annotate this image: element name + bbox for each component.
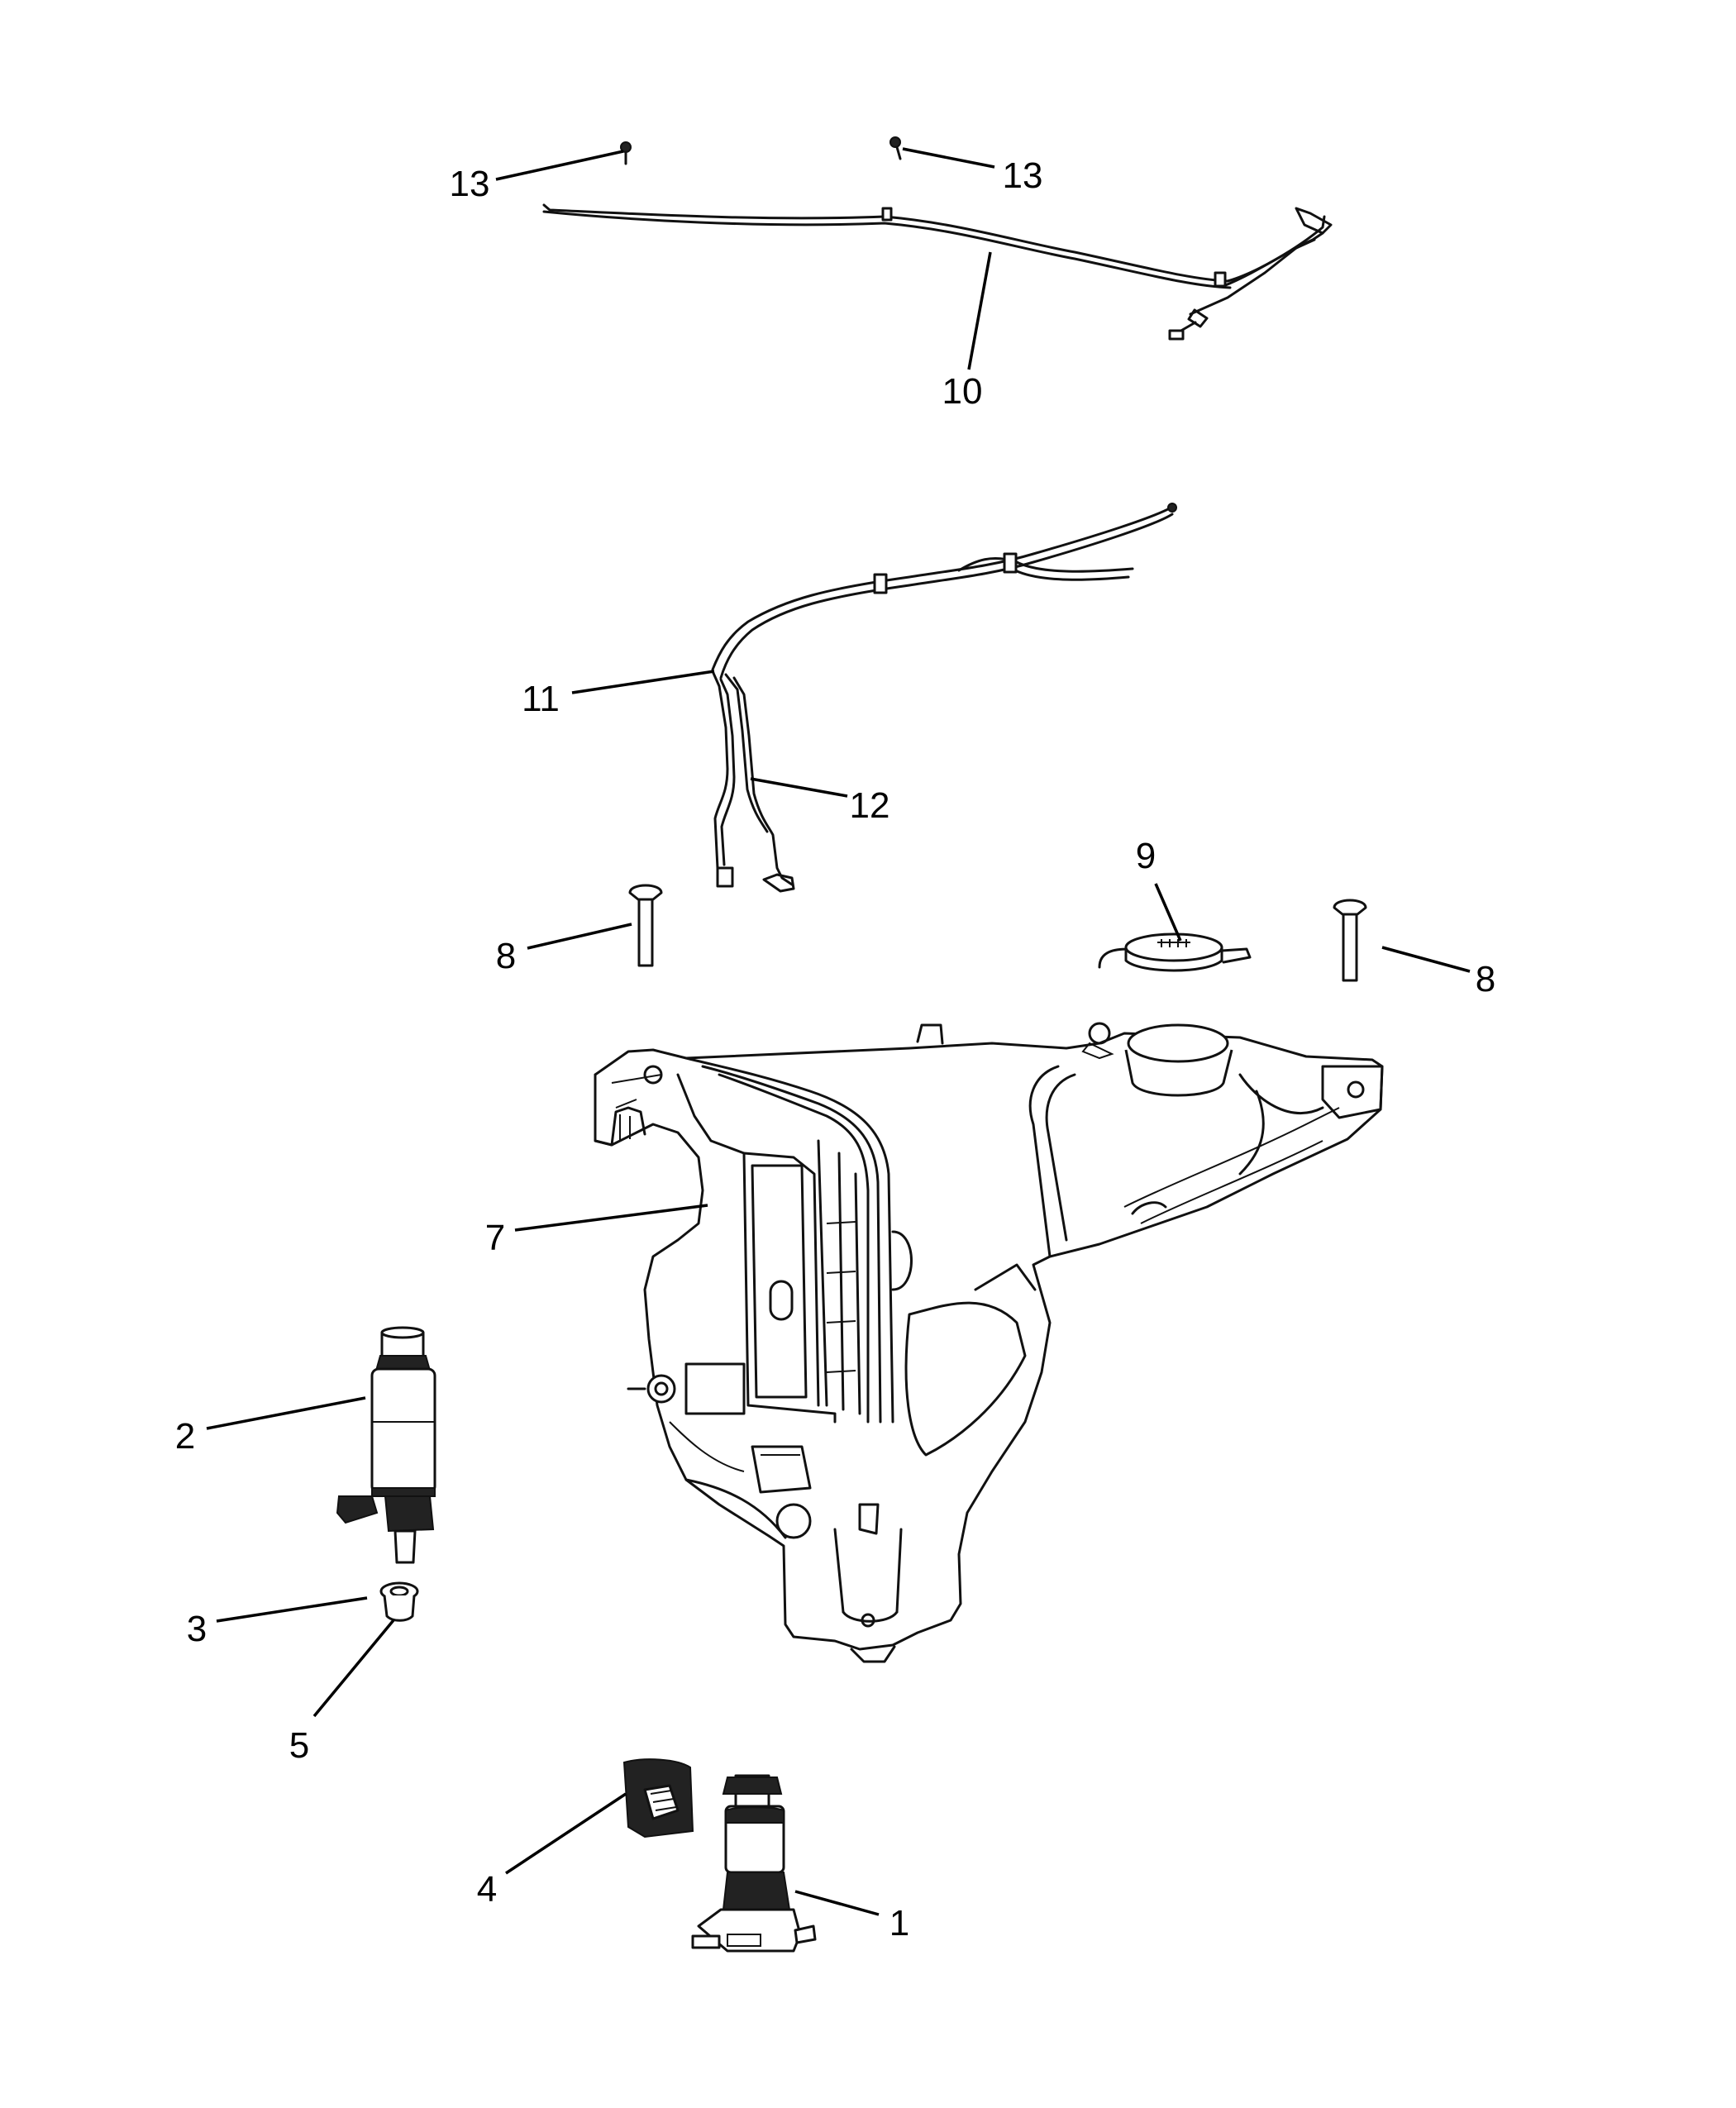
part-8-bolt-left bbox=[628, 884, 663, 967]
callout-2: 2 bbox=[175, 1416, 195, 1457]
leader-7 bbox=[514, 1204, 708, 1232]
callout-3: 3 bbox=[187, 1609, 207, 1649]
leader-11 bbox=[571, 670, 715, 694]
callout-13-left: 13 bbox=[450, 164, 490, 204]
callout-9: 9 bbox=[1136, 836, 1156, 876]
leader-13-right bbox=[902, 147, 995, 169]
leader-lines bbox=[206, 147, 1471, 1916]
leader-2 bbox=[206, 1396, 366, 1430]
leader-3 bbox=[216, 1596, 368, 1623]
leader-13-left bbox=[495, 150, 624, 181]
part-10-washer-hose-upper bbox=[542, 203, 1333, 341]
part-2-washer-pump bbox=[336, 1326, 436, 1564]
leader-8-left bbox=[527, 923, 632, 950]
part-13-clip-right bbox=[889, 136, 902, 160]
callout-10: 10 bbox=[942, 371, 983, 412]
callout-12: 12 bbox=[850, 785, 890, 826]
leader-10 bbox=[967, 251, 992, 370]
callout-1: 1 bbox=[889, 1903, 909, 1943]
part-1-washer-pump bbox=[691, 1774, 817, 1953]
callout-5: 5 bbox=[289, 1725, 309, 1766]
callout-4: 4 bbox=[477, 1869, 497, 1910]
part-13-clip-left bbox=[620, 141, 632, 165]
callout-labels: 13 13 10 11 12 9 8 8 7 2 3 5 4 1 bbox=[175, 155, 1495, 1943]
part-9-filler-bracket bbox=[1098, 932, 1252, 972]
leader-12 bbox=[750, 777, 848, 798]
part-11-washer-hose-middle bbox=[711, 503, 1177, 680]
callout-7: 7 bbox=[485, 1218, 505, 1258]
leader-9 bbox=[1154, 883, 1182, 942]
callout-8-right: 8 bbox=[1476, 959, 1495, 999]
part-3-grommet bbox=[379, 1581, 419, 1622]
part-4-electrical-connector bbox=[622, 1758, 694, 1839]
callout-8-left: 8 bbox=[496, 936, 516, 976]
part-12-washer-hose-lower bbox=[711, 670, 795, 893]
leader-4 bbox=[505, 1792, 627, 1875]
callout-13-right: 13 bbox=[1003, 155, 1043, 196]
leader-5 bbox=[312, 1619, 395, 1718]
callout-11: 11 bbox=[522, 679, 560, 719]
part-8-bolt-right bbox=[1333, 899, 1367, 982]
leader-1 bbox=[794, 1890, 880, 1916]
leader-8-right bbox=[1381, 946, 1471, 973]
part-7-washer-reservoir bbox=[594, 1022, 1384, 1663]
